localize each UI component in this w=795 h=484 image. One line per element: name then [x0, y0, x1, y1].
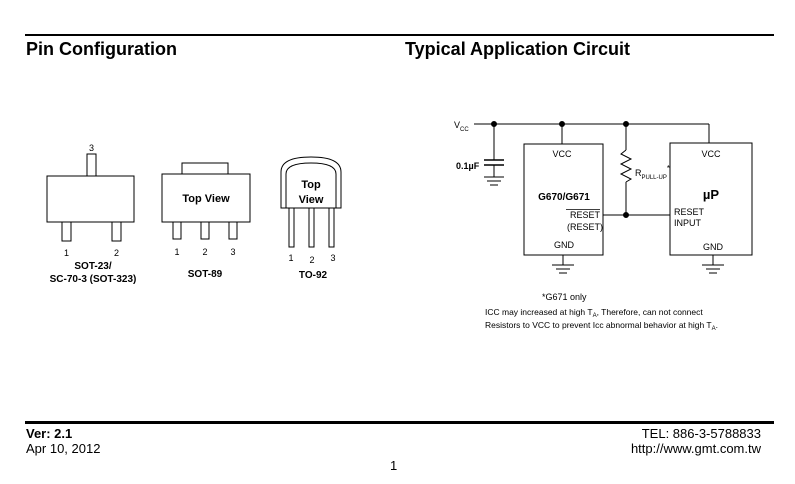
application-circuit: VCC 0.1µF VCC G670/G671 RESET (RESET) GN… [454, 120, 753, 332]
sot23-body [46, 175, 135, 223]
sot23-name-line1: SOT-23/ [74, 261, 111, 272]
sot89-pin-2 [200, 221, 210, 240]
chip-name: G670/G671 [538, 192, 590, 203]
to92-pin-1-label: 1 [288, 253, 293, 263]
to92-lead-2 [308, 204, 315, 248]
resistor-label: RPULL-UP* [635, 164, 670, 181]
to92-view-line2: View [299, 194, 324, 206]
up-name: µP [703, 187, 719, 202]
sot89-tab [181, 162, 229, 175]
sot89-view-label: Top View [182, 193, 230, 205]
footer-rule [25, 421, 774, 424]
pin-configuration-heading: Pin Configuration [26, 39, 177, 59]
sot89-body [161, 173, 251, 223]
to92-pin-3-label: 3 [330, 253, 335, 263]
chip-reset-paren-label: (RESET) [567, 222, 603, 232]
date-label: Apr 10, 2012 [26, 441, 101, 456]
to92-body-outer [280, 156, 342, 209]
up-vcc-pin-label: VCC [701, 149, 721, 159]
note-line-2: Resistors to VCC to prevent Icc abnormal… [485, 320, 718, 332]
vcc-label: VCC [454, 120, 469, 133]
to92-view-line1: Top [301, 179, 321, 191]
sot23-pin-1-label: 1 [64, 248, 69, 258]
to92-package: Top View 1 2 3 TO-92 [280, 156, 342, 281]
microprocessor-body [669, 142, 753, 256]
g670-chip-body [523, 143, 604, 256]
to92-pin-2-label: 2 [309, 255, 314, 265]
to92-body-inner [285, 162, 337, 208]
pullup-resistor [619, 149, 633, 183]
chip-reset-pin-label: RESET [570, 210, 601, 220]
sot89-pin-3 [228, 221, 238, 240]
sot23-pin-2 [111, 221, 122, 242]
page-number: 1 [390, 458, 398, 473]
top-rule [25, 34, 774, 36]
sot23-pin-3 [86, 153, 97, 177]
to92-lead-1 [288, 204, 295, 248]
sot23-pin-2-label: 2 [114, 248, 119, 258]
chip-gnd-pin-label: GND [554, 240, 575, 250]
chip-vcc-pin-label: VCC [552, 149, 572, 159]
up-gnd-pin-label: GND [703, 242, 724, 252]
reset-node [623, 212, 629, 218]
sot89-pin-3-label: 3 [230, 247, 235, 257]
sot89-pin-1 [172, 221, 182, 240]
sot23-name-line2: SC-70-3 (SOT-323) [50, 274, 137, 285]
up-reset-line1: RESET [674, 207, 705, 217]
sot23-pin-3-label: 3 [89, 143, 94, 153]
tel-label: TEL: 886-3-5788833 [641, 426, 761, 441]
to92-lead-3 [328, 204, 335, 248]
sot89-pin-1-label: 1 [174, 247, 179, 257]
cap-label: 0.1µF [456, 161, 480, 171]
version-label: Ver: 2.1 [26, 426, 73, 441]
note-line-1: ICC may increased at high TA, Therefore,… [485, 307, 703, 319]
typical-application-heading: Typical Application Circuit [405, 39, 631, 59]
sot23-pin-1 [61, 221, 72, 242]
sot89-pin-2-label: 2 [202, 247, 207, 257]
g671-only-note: *G671 only [542, 292, 587, 302]
sot23-package: 3 1 2 SOT-23/ SC-70-3 (SOT-323) [46, 143, 137, 285]
up-reset-line2: INPUT [674, 218, 702, 228]
to92-name: TO-92 [299, 270, 328, 281]
website-link[interactable]: http://www.gmt.com.tw [630, 441, 761, 456]
sot89-name: SOT-89 [188, 269, 223, 280]
sot89-package: Top View 1 2 3 SOT-89 [161, 162, 251, 280]
